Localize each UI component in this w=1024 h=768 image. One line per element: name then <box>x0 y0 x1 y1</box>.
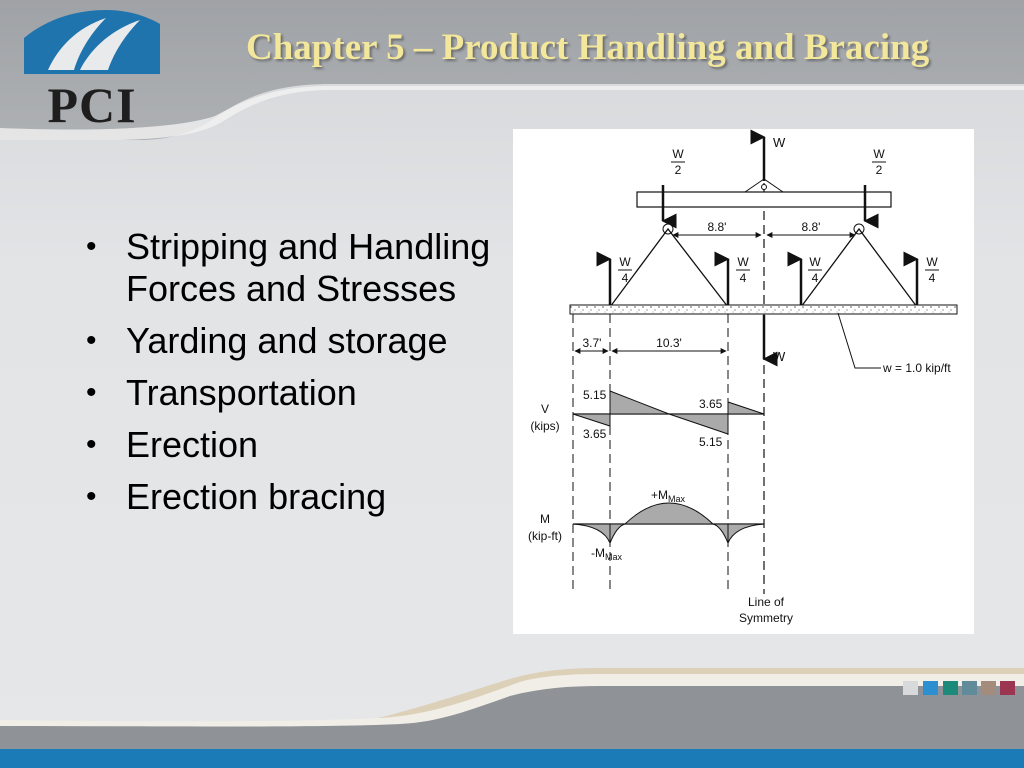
quarter-fraction-3: W 4 <box>808 255 822 285</box>
left-half-fraction: W 2 <box>671 147 685 177</box>
bullet-item: • Transportation <box>86 372 506 414</box>
shear-value-1: 5.15 <box>583 388 607 402</box>
moment-neg-4 <box>727 523 765 544</box>
left-rigging <box>609 227 729 308</box>
bullet-dot-icon: • <box>86 324 97 357</box>
lift-point-triangle <box>744 178 784 193</box>
quarter-num: W <box>926 255 938 269</box>
quarter-den: 4 <box>929 271 936 285</box>
top-load-label: W <box>773 135 786 150</box>
shear-area-2 <box>609 390 670 415</box>
lift-point-pin <box>761 184 767 190</box>
symmetry-label-2: Symmetry <box>739 611 793 625</box>
bullet-item: • Erection <box>86 424 506 466</box>
quarter-num: W <box>737 255 749 269</box>
bullet-text: Erection <box>126 424 259 465</box>
color-swatch <box>903 681 918 695</box>
moment-axis-label: M <box>540 512 550 526</box>
moment-neg-1 <box>572 523 611 544</box>
dim-interior: 10.3' <box>656 336 682 350</box>
quarter-fraction-1: W 4 <box>618 255 632 285</box>
quarter-den: 4 <box>622 271 629 285</box>
right-half-num: W <box>873 147 885 161</box>
moment-diagram <box>572 502 765 544</box>
bullet-list: • Stripping and Handling Forces and Stres… <box>86 226 506 528</box>
dim-right-span: 8.8' <box>802 220 821 234</box>
moment-axis-unit: (kip-ft) <box>528 529 562 543</box>
moment-pos-label: +MMax <box>651 488 686 504</box>
shear-value-2: 3.65 <box>583 427 607 441</box>
bottom-load-label: W <box>773 349 786 364</box>
right-rigging <box>800 227 918 308</box>
distributed-load-leader <box>837 312 881 369</box>
lifting-diagram-svg: W W 2 W 2 8.8' 8.8' <box>528 129 958 625</box>
color-swatch <box>981 681 996 695</box>
slide-title: Chapter 5 – Product Handling and Bracing <box>246 27 930 68</box>
bullet-dot-icon: • <box>86 230 97 263</box>
spreader-beam <box>636 191 892 208</box>
logo-arch-icon <box>24 10 160 74</box>
quarter-num: W <box>809 255 821 269</box>
shear-value-4: 5.15 <box>699 435 723 449</box>
bullet-dot-icon: • <box>86 480 97 513</box>
dim-overhang: 3.7' <box>583 336 602 350</box>
color-swatch <box>943 681 958 695</box>
bullet-text: Stripping and Handling Forces and Stress… <box>126 226 491 309</box>
quarter-fraction-2: W 4 <box>736 255 750 285</box>
logo-text: PCI <box>47 77 136 130</box>
bullet-item: • Stripping and Handling Forces and Stres… <box>86 226 506 310</box>
bullet-text: Transportation <box>126 372 357 413</box>
precast-member <box>569 304 958 315</box>
moment-neg-3 <box>712 523 729 544</box>
lifting-diagram: W W 2 W 2 8.8' 8.8' <box>513 129 974 634</box>
bullet-dot-icon: • <box>86 428 97 461</box>
left-half-num: W <box>672 147 684 161</box>
bullet-dot-icon: • <box>86 376 97 409</box>
shear-value-3: 3.65 <box>699 397 723 411</box>
moment-pos <box>623 502 715 525</box>
shear-diagram <box>572 390 765 435</box>
shear-axis-label: V <box>541 402 549 416</box>
right-half-den: 2 <box>876 163 883 177</box>
dim-left-span: 8.8' <box>708 220 727 234</box>
bullet-item: • Yarding and storage <box>86 320 506 362</box>
symmetry-label-1: Line of <box>748 595 785 609</box>
header-band <box>0 0 1024 140</box>
shear-area-3 <box>668 413 729 435</box>
distributed-load-label: w = 1.0 kip/ft <box>882 361 951 375</box>
quarter-den: 4 <box>812 271 819 285</box>
bullet-text: Erection bracing <box>126 476 387 517</box>
shear-area-4 <box>727 401 765 415</box>
shear-area-1 <box>572 413 611 427</box>
moment-neg-2 <box>609 523 626 544</box>
left-half-den: 2 <box>675 163 682 177</box>
color-swatch <box>1000 681 1015 695</box>
bullet-text: Yarding and storage <box>126 320 448 361</box>
footer-band <box>0 668 1024 768</box>
pci-logo: PCI <box>24 10 160 130</box>
bullet-item: • Erection bracing <box>86 476 506 518</box>
quarter-fraction-4: W 4 <box>925 255 939 285</box>
color-swatch <box>962 681 977 695</box>
quarter-num: W <box>619 255 631 269</box>
quarter-den: 4 <box>740 271 747 285</box>
shear-axis-unit: (kips) <box>530 419 559 433</box>
moment-neg-label: -MMax <box>591 546 623 562</box>
color-swatch <box>923 681 938 695</box>
right-half-fraction: W 2 <box>872 147 886 177</box>
